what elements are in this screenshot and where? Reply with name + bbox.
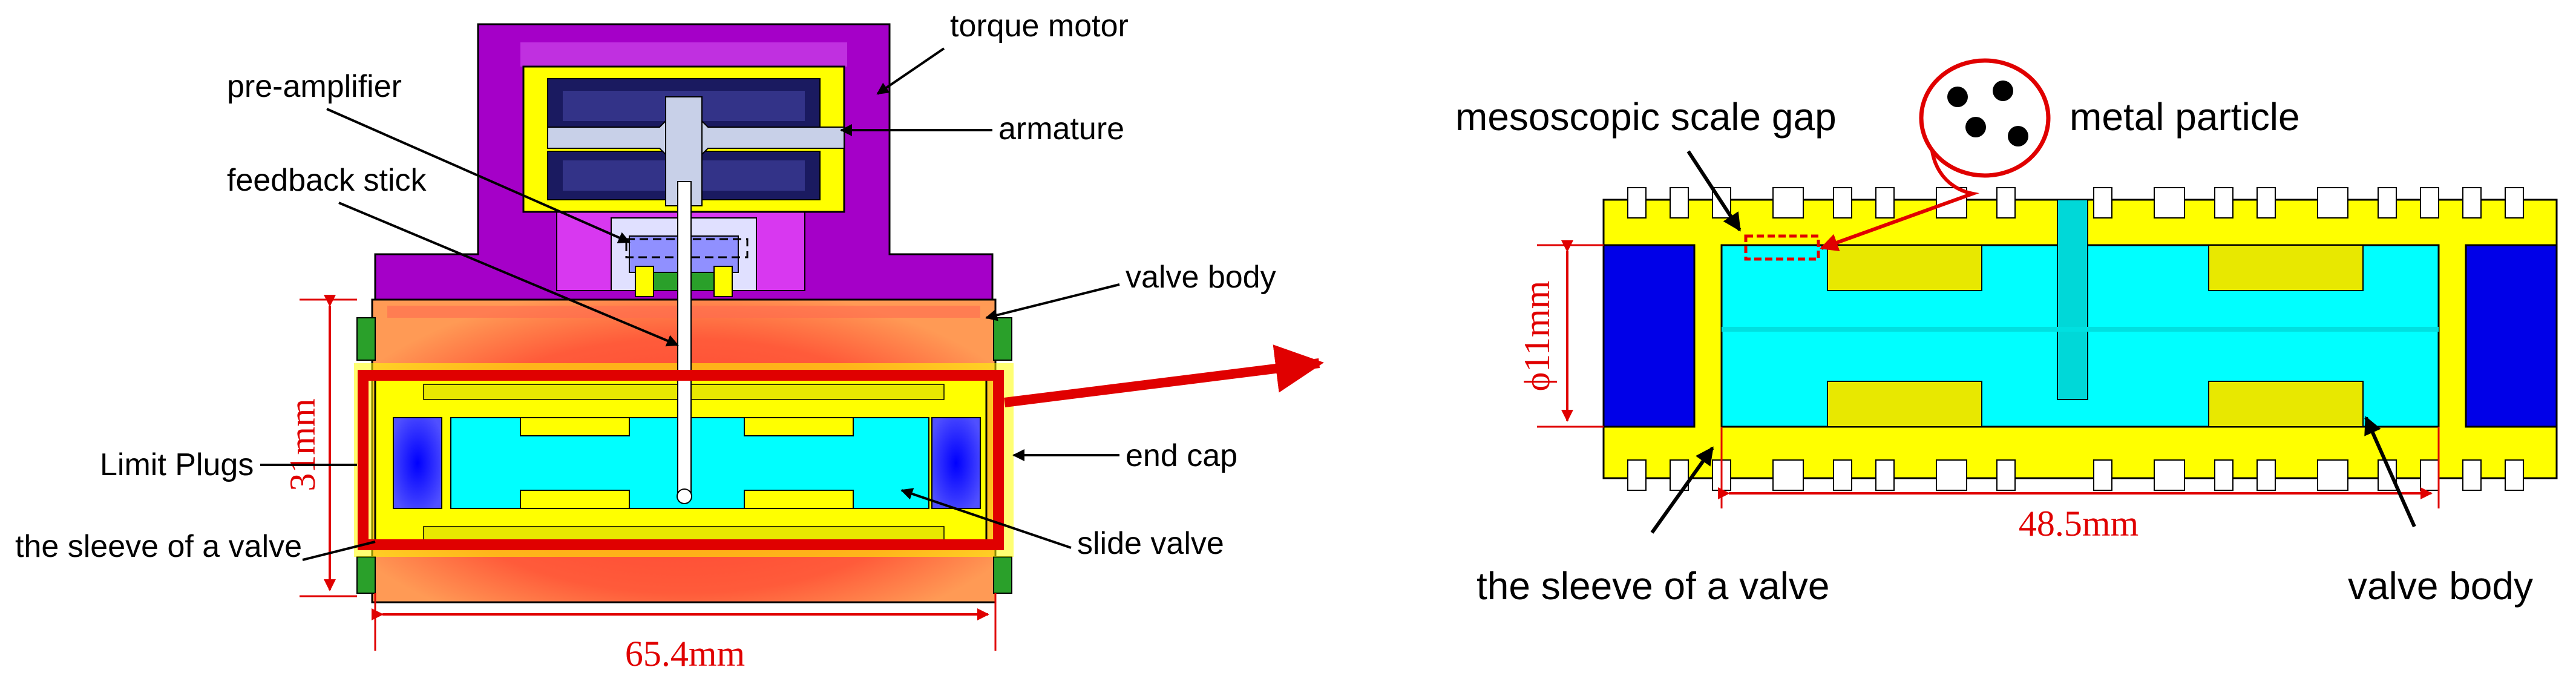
spool-cross-section — [1720, 199, 2440, 428]
dimension-width: 65.4mm — [372, 593, 997, 674]
right-limit-plug-left — [1602, 244, 1696, 428]
dim-diameter-label: ϕ11mm — [1517, 281, 1557, 392]
feedback-stick — [677, 181, 692, 504]
label-end-cap: end cap — [1126, 438, 1237, 473]
label-sleeve: the sleeve of a valve — [15, 529, 302, 564]
left-figure: 31mm 65.4mm torque motor pre-amplifier a… — [15, 8, 1324, 674]
label-slide-valve: slide valve — [1077, 526, 1224, 561]
dimension-length: 48.5mm — [1718, 427, 2440, 544]
left-labels: torque motor pre-amplifier armature feed… — [15, 8, 1276, 564]
label-gap: mesoscopic scale gap — [1455, 95, 1837, 139]
dimension-diameter: ϕ11mm — [1517, 240, 1604, 428]
label-feedback-stick: feedback stick — [227, 163, 427, 198]
dim-width-label: 65.4mm — [625, 634, 745, 674]
right-figure: ϕ11mm 48.5mm mesoscopic scale gap metal … — [1455, 58, 2558, 608]
particle-dot — [1993, 81, 2013, 101]
highlight-box — [358, 370, 1004, 550]
label-torque-motor: torque motor — [950, 8, 1129, 44]
label-armature: armature — [998, 111, 1124, 146]
particle-dot — [1947, 87, 1968, 107]
gap-marker — [1744, 234, 1820, 261]
label-valve-body: valve body — [1126, 260, 1276, 295]
dim-length-label: 48.5mm — [2019, 504, 2138, 544]
particle-dot — [2008, 126, 2028, 146]
particle-callout — [1820, 58, 2051, 251]
dim-height-label: 31mm — [283, 398, 323, 491]
label-right-valve-body: valve body — [2348, 564, 2533, 608]
dimension-height: 31mm — [283, 295, 357, 597]
right-labels: mesoscopic scale gap metal particle the … — [1455, 95, 2533, 608]
label-right-sleeve: the sleeve of a valve — [1476, 564, 1829, 608]
label-particle: metal particle — [2070, 95, 2300, 139]
zoom-arrow — [1004, 344, 1324, 407]
label-limit-plugs: Limit Plugs — [100, 447, 254, 482]
right-limit-plug-right — [2465, 244, 2558, 428]
particle-bubble — [1919, 58, 2051, 178]
label-pre-amplifier: pre-amplifier — [227, 69, 402, 104]
particle-dot — [1965, 117, 1986, 137]
